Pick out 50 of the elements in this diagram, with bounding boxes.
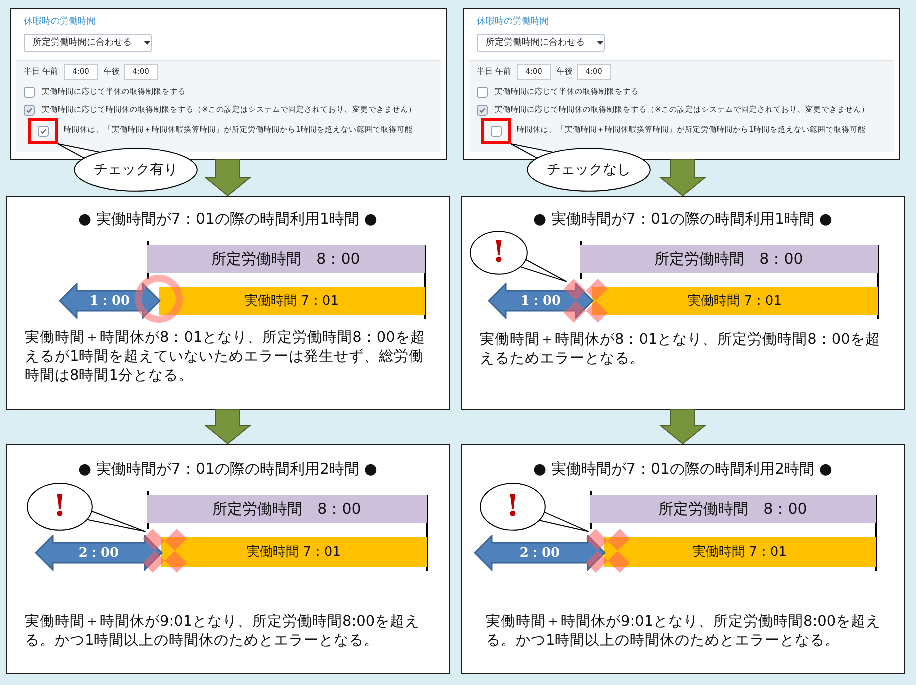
panel-heading: ● 実働時間が7：01の際の時間利用2時間 ● (78, 460, 378, 478)
duration-label: 1：00 (90, 293, 130, 310)
panel-heading: ● 実働時間が7：01の際の時間利用1時間 ● (78, 210, 378, 228)
flow-arrow (660, 160, 706, 197)
duration-label: 2：00 (520, 545, 560, 562)
duration-label: 2：00 (78, 545, 120, 562)
dropdown: 所定労働時間に合わせる (477, 34, 605, 52)
actual-time-bar: 実働時間 7：01 (159, 287, 425, 315)
exclamation-mark: ! (492, 238, 506, 268)
explanation-text: 実働時間＋時間休が8：01となり、所定労働時間8：00を超えるが1時間を超えていないためエラーは発生せず、総労働時間は8時間1分となる。 (25, 329, 426, 386)
callout-tail (86, 510, 146, 532)
scheduled-time-bar: 所定労働時間 8：00 (147, 495, 427, 523)
field-label: 半日 午前 (477, 67, 512, 77)
panel-heading: ● 実働時間が7：01の際の時間利用1時間 ● (534, 210, 832, 228)
field-label: 午後 (557, 67, 573, 77)
actual-time-bar: 実働時間 7：01 (161, 537, 427, 567)
callout-tail (538, 511, 590, 532)
dropdown: 所定労働時間に合わせる (24, 34, 152, 52)
duration-label: 1：00 (520, 293, 562, 310)
scenario-panel (461, 196, 905, 410)
scheduled-time-bar: 所定労働時間 8：00 (590, 495, 876, 523)
settings-screenshot (10, 8, 447, 160)
callout-tail (519, 258, 568, 282)
scheduled-time-bar: 所定労働時間 8：00 (580, 245, 878, 273)
explanation-text: 実働時間＋時間休が8：01となり、所定労働時間8：00を超えるためエラーとなる。 (480, 331, 882, 369)
scheduled-time-bar: 所定労働時間 8：00 (147, 245, 425, 273)
highlight-frame (481, 118, 511, 144)
highlight-frame (28, 118, 58, 144)
explanation-text: 実働時間＋時間休が9:01となり、所定労働時間8:00を超える。かつ1時間以上の時間休のためとエラーとなる。 (486, 613, 882, 651)
flow-arrow (204, 160, 252, 197)
callout-text: チェック有り (94, 161, 178, 179)
callout-text: チェックなし (547, 161, 631, 179)
exclamation-mark: ! (506, 492, 520, 522)
explanation-text: 実働時間＋時間休が9:01となり、所定労働時間8:00を超える。かつ1時間以上の時間休のためとエラーとなる。 (25, 613, 422, 651)
actual-time-bar: 実働時間 7：01 (592, 287, 878, 315)
section-title: 休暇時の労働時間 (24, 17, 96, 28)
settings-area (469, 60, 894, 152)
section-title: 休暇時の労働時間 (477, 17, 549, 28)
field-label: 半日 午前 (24, 67, 59, 77)
exclamation-mark: ! (53, 492, 67, 522)
flow-arrow (660, 410, 706, 445)
panel-heading: ● 実働時間が7：01の際の時間利用2時間 ● (534, 460, 832, 478)
scenario-panel (461, 444, 905, 674)
scenario-panel (6, 444, 450, 674)
actual-time-bar: 実働時間 7：01 (604, 537, 876, 567)
field-label: 午後 (104, 67, 120, 77)
scenario-panel (6, 196, 450, 410)
flow-arrow (204, 410, 252, 445)
settings-screenshot (463, 8, 900, 160)
settings-area (16, 60, 441, 152)
